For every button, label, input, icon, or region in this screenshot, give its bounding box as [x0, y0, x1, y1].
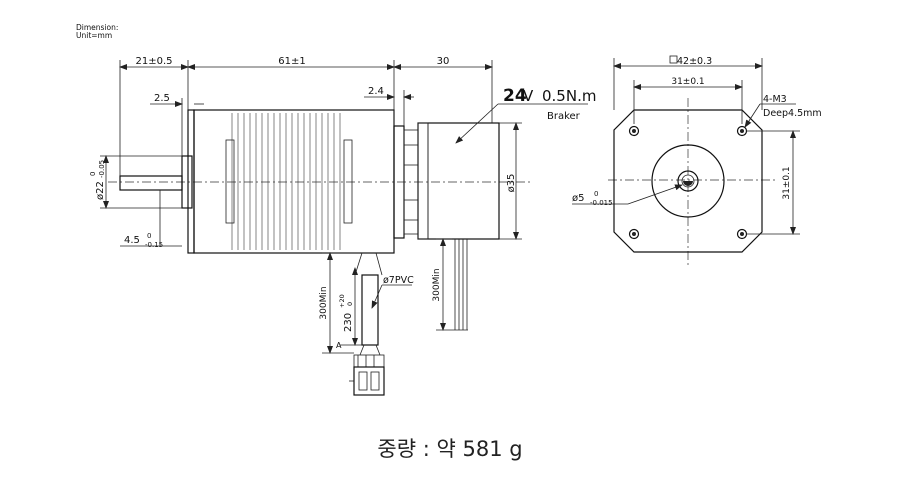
dim-flat-tol-top: 0 — [147, 232, 151, 240]
brake-torque: 0.5N.m — [542, 87, 596, 105]
dim-gap: 2.4 — [368, 86, 384, 97]
motor-fins — [231, 113, 341, 250]
unit-header: Unit=mm — [76, 31, 112, 40]
front-view: 42±0.3 31±0.1 31±0.1 4-M3 Deep4.5mm ø5 0… — [572, 55, 822, 268]
dim-body-length: 61±1 — [278, 56, 305, 67]
cable-connector — [349, 366, 385, 396]
holes-label: 4-M3 — [763, 94, 787, 105]
brake-wires — [454, 239, 468, 330]
dim-boss-tol-bot: -0.05 — [98, 160, 106, 178]
cable-min-left: 300Min — [319, 286, 329, 319]
dim-hole-pitch-v: 31±0.1 — [782, 166, 792, 199]
cable-spec: ø7PVC — [383, 275, 414, 286]
weight-caption: 중량 : 약 581 g — [377, 437, 523, 461]
holes-depth: Deep4.5mm — [763, 108, 822, 119]
dimension-header: Dimension: — [76, 23, 118, 32]
motor-body — [193, 109, 395, 254]
cable-tol-top: +20 — [338, 294, 346, 308]
dim-flange: 2.5 — [154, 93, 170, 104]
side-view: 21±0.5 61±1 30 2.5 2.4 ø35 ø22 0 -0.05 — [89, 56, 596, 396]
dim-shaft-tol-bot: -0.015 — [590, 199, 613, 207]
dim-hole-pitch-h: 31±0.1 — [671, 77, 704, 87]
section-mark: A — [336, 341, 342, 350]
dim-brake-dia: ø35 — [506, 174, 517, 193]
dim-boss-tol-top: 0 — [89, 172, 97, 176]
dim-flat-tol-bot: -0.15 — [145, 241, 163, 249]
front-boss — [651, 144, 725, 218]
motor-boss — [181, 155, 193, 209]
brake-voltage-unit: V — [523, 87, 534, 105]
brake-label: Braker — [547, 111, 581, 122]
dim-shaft-dia: ø5 — [572, 193, 584, 204]
cable-min-right: 300Min — [432, 268, 442, 301]
motor-cable — [353, 252, 385, 368]
dim-brake-length: 30 — [437, 56, 450, 67]
dim-boss-dia: ø22 — [95, 181, 106, 200]
cable-length: 230 — [343, 313, 354, 332]
dim-shaft-length: 21±0.5 — [135, 56, 172, 67]
cable-tol-bot: 0 — [346, 302, 354, 306]
motor-flange — [187, 109, 195, 254]
brake-voltage: 24 — [503, 86, 527, 106]
dim-frame: 42±0.3 — [677, 56, 712, 67]
dim-shaft-tol-top: 0 — [594, 190, 598, 198]
dim-flat: 4.5 — [124, 235, 140, 246]
motor-shaft — [119, 175, 183, 191]
front-frame — [613, 109, 763, 253]
